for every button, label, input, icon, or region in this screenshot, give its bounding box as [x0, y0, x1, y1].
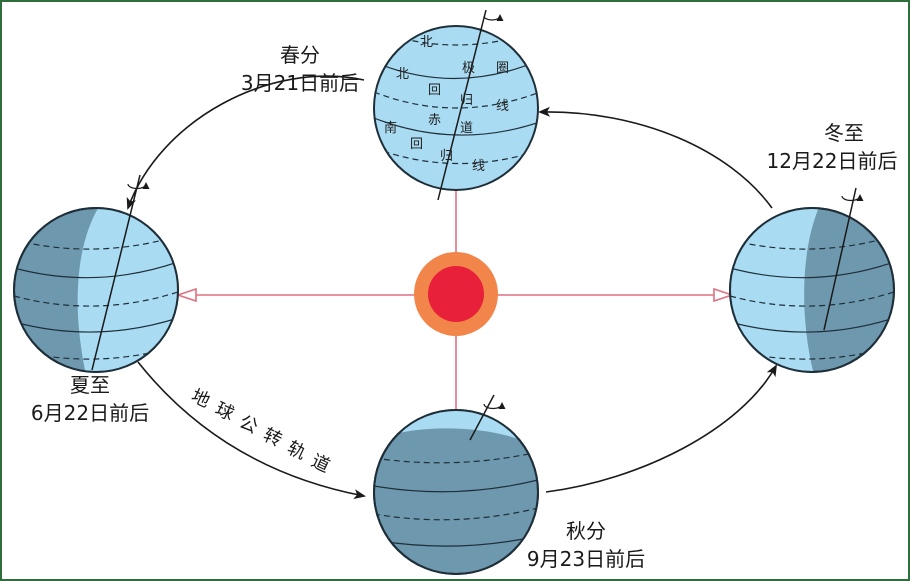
globe-winter: [729, 187, 895, 373]
globe-spring: [373, 9, 539, 201]
summer-date: 6月22日前后: [31, 401, 149, 425]
spring-name: 春分: [280, 43, 320, 67]
cancer-label-4: 线: [496, 99, 509, 114]
equator-label-1: 赤: [428, 113, 441, 128]
orbit-label-char-3: 公: [236, 411, 261, 438]
ray-arrowhead-left: [175, 287, 197, 303]
arctic-label-2: 极: [462, 61, 475, 76]
cancer-label-3: 归: [460, 93, 473, 108]
capricorn-label-3: 归: [440, 149, 453, 164]
arctic-label-3: 圈: [496, 61, 509, 76]
orbit-arrow-winter-spring: [538, 106, 773, 209]
winter-name: 冬至: [824, 121, 864, 145]
summer-name: 夏至: [70, 373, 110, 397]
cancer-label-1: 北: [396, 67, 409, 82]
orbit-label-char-4: 转: [260, 424, 285, 451]
orbit-label-char-5: 轨: [284, 437, 309, 464]
globe-spring-labels: 北 极 圈 北 回 归 线 赤 道 南 回 归 线: [384, 35, 509, 174]
sun: [414, 252, 498, 336]
arctic-label-1: 北: [420, 35, 433, 50]
season-labels: 春分 3月21日前后 夏至 6月22日前后 秋分 9月23日前后 冬至 12月2…: [31, 43, 898, 571]
capricorn-label-1: 南: [384, 120, 397, 136]
orbit: [126, 75, 777, 500]
globe-autumn: [373, 394, 539, 575]
cancer-label-2: 回: [428, 83, 441, 98]
autumn-name: 秋分: [566, 519, 606, 543]
orbit-label-char-1: 地: [188, 385, 213, 412]
sun-core: [428, 266, 484, 322]
globe-summer: [13, 174, 179, 373]
capricorn-label-4: 线: [472, 159, 485, 174]
orbit-arrow-spring-summer: [126, 75, 365, 210]
ray-arrowhead-right: [713, 287, 735, 303]
autumn-date: 9月23日前后: [527, 547, 645, 571]
orbit-arrow-autumn-winter: [545, 364, 777, 493]
orbit-label-char-2: 球: [212, 398, 237, 425]
equator-label-2: 道: [460, 121, 473, 136]
capricorn-label-2: 回: [410, 137, 423, 152]
winter-date: 12月22日前后: [767, 149, 898, 173]
spring-date: 3月21日前后: [241, 71, 359, 95]
orbit-arrow-summer-autumn: [137, 361, 366, 500]
orbit-label-char-6: 道: [308, 450, 333, 477]
